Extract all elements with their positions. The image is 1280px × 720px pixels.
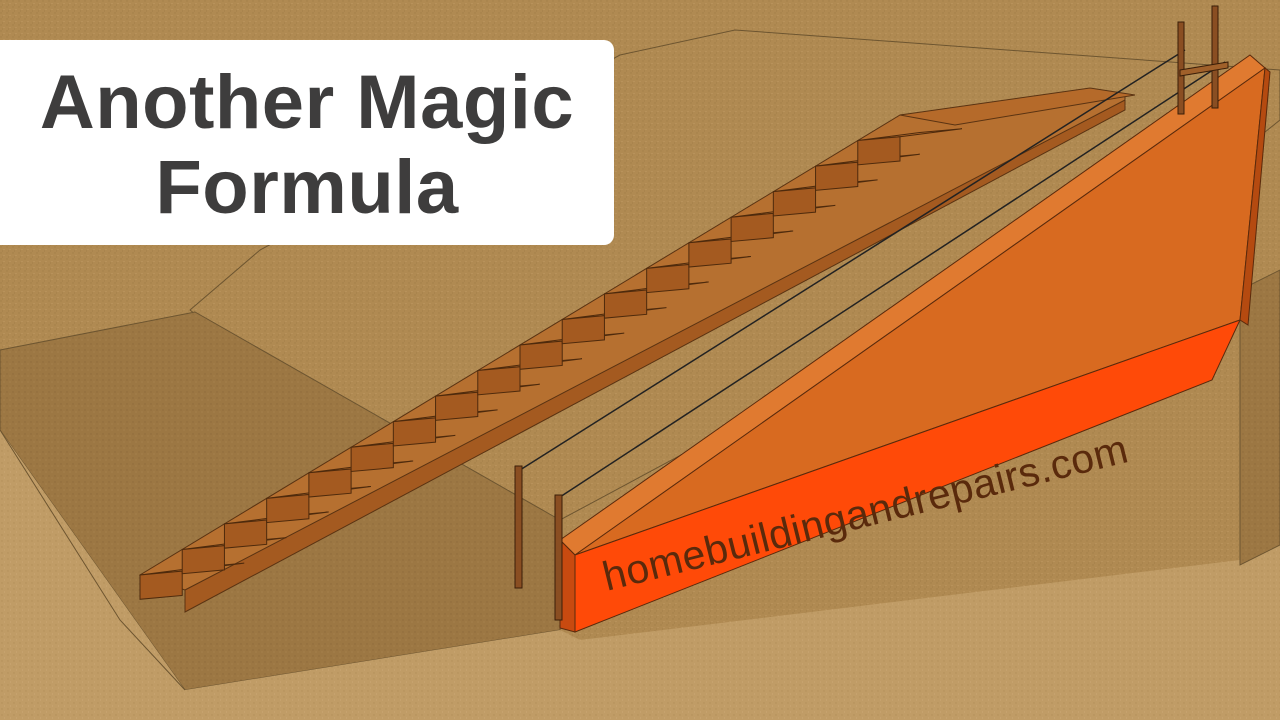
stair-riser [308, 468, 352, 498]
stair-riser [815, 161, 859, 191]
stair-riser [223, 519, 268, 549]
stair-riser [688, 238, 732, 268]
foreground-ground [0, 430, 1280, 720]
title-line-2: Formula [155, 145, 459, 230]
stair-riser [181, 545, 225, 575]
stake [554, 494, 563, 621]
stair-riser [730, 212, 774, 243]
stair-riser [857, 136, 901, 166]
stair-riser [435, 391, 479, 421]
stakes [514, 5, 1229, 621]
stair-riser [139, 570, 183, 600]
stair-steps [139, 128, 963, 600]
string-line [559, 61, 1226, 498]
stair-riser [603, 289, 648, 319]
stake [514, 465, 523, 589]
title-line-1: Another Magic [39, 60, 575, 145]
stair-riser [519, 340, 563, 370]
stair-riser [646, 263, 690, 294]
stair-riser [561, 315, 605, 345]
stake [1177, 21, 1185, 115]
stake [1211, 5, 1219, 109]
stair-riser [350, 442, 394, 473]
stair-riser [392, 417, 437, 447]
stair-riser [477, 366, 521, 396]
stair-riser [266, 493, 310, 524]
top-landing [899, 87, 1136, 126]
string-line [519, 49, 1186, 471]
stake-crossbar [1179, 61, 1229, 77]
stair-riser [772, 187, 817, 217]
stringer-edge [184, 99, 1126, 613]
trench-cut [1239, 269, 1280, 566]
title-card [0, 40, 614, 245]
